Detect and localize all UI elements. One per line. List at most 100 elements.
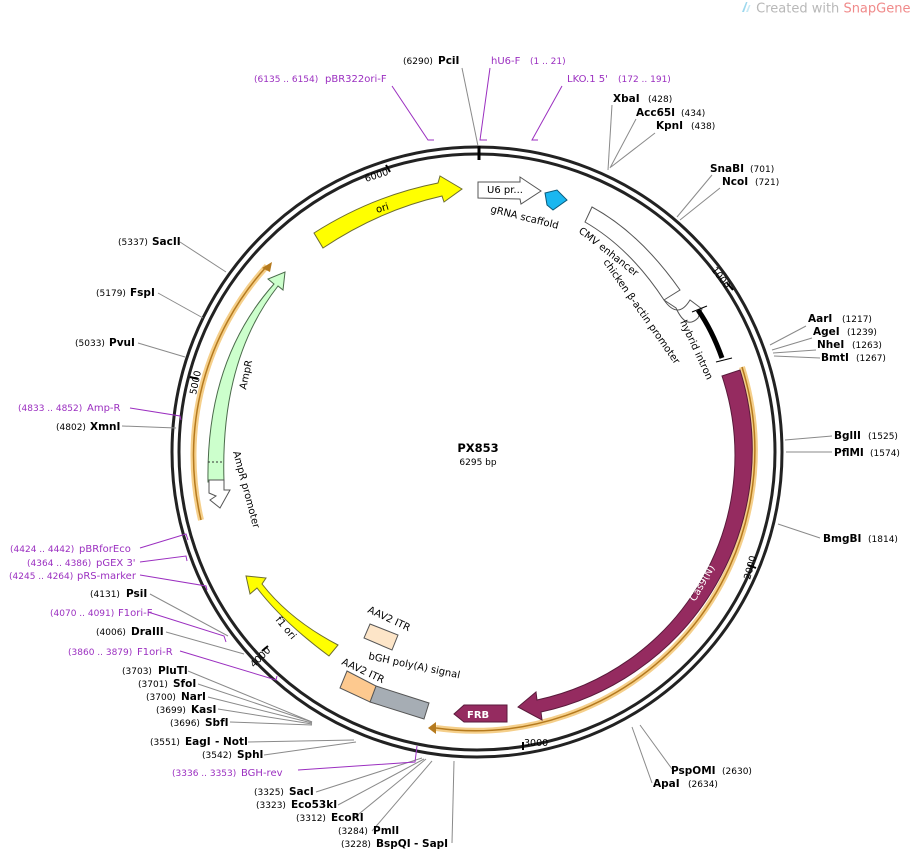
feature-aav2-itr-2[interactable]: AAV2 ITR <box>363 605 412 651</box>
site-pos-kasi: (3699) <box>156 706 186 716</box>
site-pos-ecori: (3312) <box>296 814 326 824</box>
site-sfoi[interactable]: SfoI <box>173 678 196 690</box>
feature-u6-promoter[interactable]: U6 pr... <box>477 176 542 205</box>
snapgene-watermark: Created with SnapGene® <box>740 0 911 16</box>
site-pos-fspi: (5179) <box>96 289 126 299</box>
site-pmli[interactable]: PmlI <box>373 825 399 837</box>
plasmid-name: PX853 <box>457 441 498 455</box>
site-ncoi[interactable]: NcoI <box>722 176 748 188</box>
site-pos-ncoi: (721) <box>755 178 779 188</box>
primer-leaders <box>129 67 563 771</box>
site-pos-pflmi: (1574) <box>870 449 900 459</box>
orf-cas9-frb <box>435 366 758 734</box>
site-pos-pvui: (5033) <box>75 339 105 349</box>
primer-range-pbrforeco: (4424 .. 4442) <box>10 545 74 555</box>
site-pos-bmgbi: (1814) <box>868 535 898 545</box>
site-nhei[interactable]: NheI <box>817 339 844 351</box>
site-pos-draiii: (4006) <box>96 628 126 638</box>
site-eagi[interactable]: EagI <box>185 736 211 748</box>
brand-name: SnapGene <box>843 1 911 17</box>
brand-prefix: Created with <box>756 1 844 17</box>
primer-range-pbr322ori-f: (6135 .. 6154) <box>254 75 318 85</box>
site-pos-sbfi: (3696) <box>170 719 200 729</box>
site-kpni[interactable]: KpnI <box>656 120 683 132</box>
site-agei[interactable]: AgeI <box>813 326 840 338</box>
site-nari[interactable]: NarI <box>181 691 206 703</box>
site-ecori[interactable]: EcoRI <box>331 812 364 824</box>
site-draiii[interactable]: DraIII <box>131 626 164 638</box>
site-fspi[interactable]: FspI <box>130 287 155 299</box>
orf-cas9-arrowhead <box>428 722 436 734</box>
site-sphi[interactable]: SphI <box>237 749 263 761</box>
site-bspqi[interactable]: BspQI <box>376 838 411 850</box>
feature-ori[interactable]: ori <box>313 175 463 249</box>
feature-cas9[interactable]: Cas9(N) <box>517 369 753 721</box>
site-saci[interactable]: SacI <box>289 786 314 798</box>
site-bmgbi[interactable]: BmgBI <box>823 533 861 545</box>
primer-bgh-rev[interactable]: BGH-rev <box>241 768 283 779</box>
site-pos-saci: (3325) <box>254 788 284 798</box>
site-pos-pspomi: (2630) <box>722 767 752 777</box>
site-pcii[interactable]: PciI <box>438 55 459 67</box>
site-kasi[interactable]: KasI <box>191 704 216 716</box>
site-pos-sacii: (5337) <box>118 238 148 248</box>
primer-range-f1ori-r: (3860 .. 3879) <box>68 648 132 658</box>
site-pos-pmli: (3284) <box>338 827 368 837</box>
primer-hu6-f[interactable]: hU6-F <box>491 56 521 67</box>
site-sapi[interactable]: - SapI <box>414 838 448 850</box>
primer-amp-r[interactable]: Amp-R <box>87 403 121 414</box>
site-pos-bmti: (1267) <box>856 354 886 364</box>
site-pos-eco53ki: (3323) <box>256 801 286 811</box>
site-pos-bspqi: (3228) <box>341 840 371 850</box>
site-pos-sfoi: (3701) <box>138 680 168 690</box>
feature-label-u6: U6 pr... <box>487 185 523 196</box>
scale-ticks <box>189 164 757 750</box>
site-acc65i[interactable]: Acc65I <box>636 107 675 119</box>
primer-range-pgex3: (4364 .. 4386) <box>27 559 91 569</box>
site-aari[interactable]: AarI <box>808 313 832 325</box>
feature-f1-ori[interactable]: f1 ori <box>245 575 339 657</box>
site-pos-apai: (2634) <box>688 780 718 790</box>
restriction-sites: (6290) PciI XbaI (428) Acc65I (434) KpnI… <box>56 55 900 850</box>
tick-label-6000: 6000 <box>364 167 390 185</box>
site-sbfi[interactable]: SbfI <box>205 717 229 729</box>
site-xmni[interactable]: XmnI <box>90 421 120 433</box>
primers: (6135 .. 6154) pBR322ori-F hU6-F (1 .. 2… <box>9 56 671 779</box>
primer-pbrforeco[interactable]: pBRforEco <box>79 544 131 555</box>
site-bmti[interactable]: BmtI <box>821 352 849 364</box>
site-apai[interactable]: ApaI <box>653 778 680 790</box>
site-snabi[interactable]: SnaBI <box>710 163 744 175</box>
primer-range-f1ori-f: (4070 .. 4091) <box>50 609 114 619</box>
site-psii[interactable]: PsiI <box>126 588 147 600</box>
primer-lko1-5[interactable]: LKO.1 5' <box>567 74 608 85</box>
feature-frb[interactable]: FRB <box>453 704 508 723</box>
primer-pbr322ori-f[interactable]: pBR322ori-F <box>325 74 387 85</box>
primer-range-lko1-5: (172 .. 191) <box>618 75 671 85</box>
primer-range-hu6-f: (1 .. 21) <box>530 57 566 67</box>
site-pluti[interactable]: PluTI <box>158 665 188 677</box>
site-pflmi[interactable]: PflMI <box>834 447 864 459</box>
site-pos-xmni: (4802) <box>56 423 86 433</box>
primer-f1ori-r[interactable]: F1ori-R <box>137 647 173 658</box>
site-pos-aari: (1217) <box>842 315 872 325</box>
tick-label-3000: 3000 <box>524 738 548 749</box>
site-pspomi[interactable]: PspOMI <box>671 765 716 777</box>
backbone <box>170 145 784 759</box>
site-pos-pluti: (3703) <box>122 667 152 677</box>
feature-label-cba: chicken β-actin promoter <box>601 257 682 367</box>
site-bglii[interactable]: BglII <box>834 430 861 442</box>
site-noti[interactable]: - NotI <box>215 736 248 748</box>
primer-pgex3[interactable]: pGEX 3' <box>96 558 136 569</box>
site-pvui[interactable]: PvuI <box>109 337 135 349</box>
site-pos-nhei: (1263) <box>852 341 882 351</box>
site-sacii[interactable]: SacII <box>152 236 181 248</box>
site-xbai[interactable]: XbaI <box>613 93 640 105</box>
primer-range-amp-r: (4833 .. 4852) <box>18 404 82 414</box>
site-pos-acc65i: (434) <box>681 109 705 119</box>
site-pos-sphi: (3542) <box>202 751 232 761</box>
primer-f1ori-f[interactable]: F1ori-F <box>118 608 153 619</box>
site-pos-kpni: (438) <box>691 122 715 132</box>
site-eco53ki[interactable]: Eco53kI <box>291 799 337 811</box>
primer-prs-marker[interactable]: pRS-marker <box>77 571 137 582</box>
